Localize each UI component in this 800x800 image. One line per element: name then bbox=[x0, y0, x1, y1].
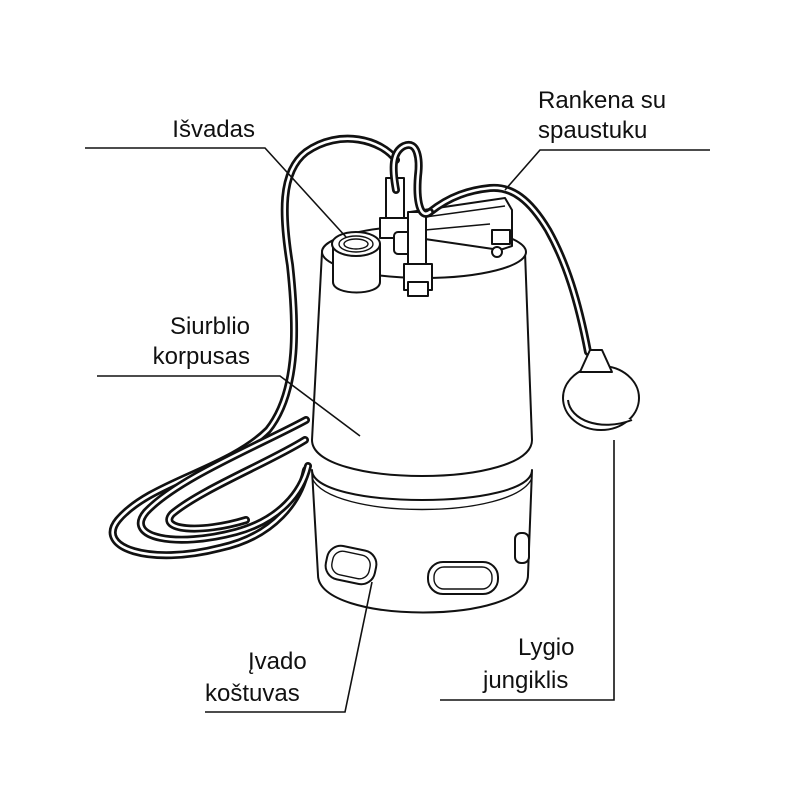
leader-outlet bbox=[85, 147, 347, 238]
leader-inlet bbox=[205, 581, 373, 713]
label-handle-line1: Rankena su bbox=[538, 87, 666, 114]
label-float-line1: Lygio bbox=[518, 634, 574, 661]
power-cable bbox=[108, 134, 400, 560]
inlet-strainer bbox=[324, 532, 530, 595]
label-float-line2: jungiklis bbox=[482, 667, 568, 694]
leader-housing bbox=[97, 375, 361, 437]
leader-lines bbox=[85, 147, 710, 713]
label-handle-line2: spaustuku bbox=[538, 117, 647, 144]
label-housing-line2: korpusas bbox=[153, 343, 250, 370]
leader-float bbox=[440, 440, 615, 701]
float-switch bbox=[389, 141, 640, 431]
label-inlet-line1: Įvado bbox=[248, 648, 307, 675]
label-housing-line1: Siurblio bbox=[170, 313, 250, 340]
labels: Išvadas Rankena su spaustuku Siurblio ko… bbox=[153, 87, 666, 707]
leader-handle bbox=[504, 149, 710, 191]
outlet-port bbox=[331, 231, 381, 294]
label-inlet-line2: koštuvas bbox=[205, 680, 300, 707]
label-outlet: Išvadas bbox=[172, 116, 255, 143]
